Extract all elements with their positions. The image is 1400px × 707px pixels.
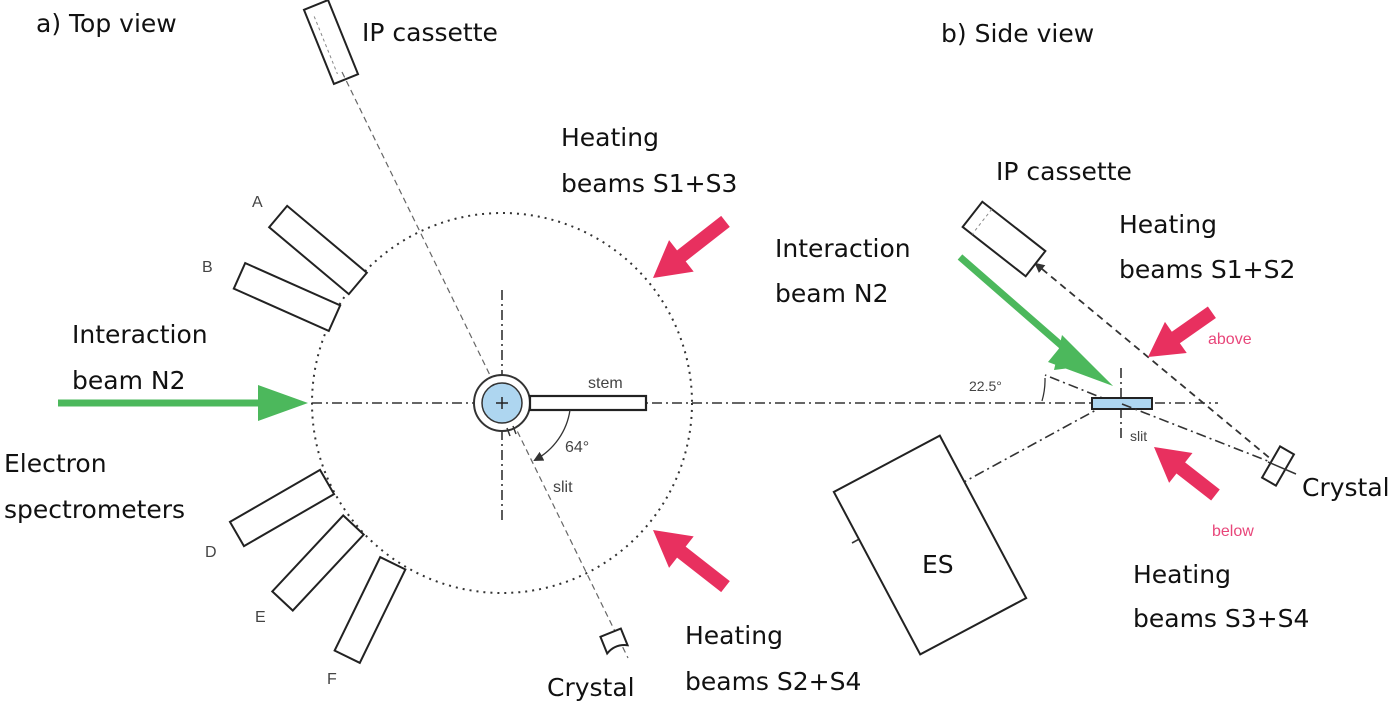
top-view-title: a) Top view bbox=[36, 9, 177, 38]
top-heating-upper-label-1: Heating bbox=[561, 123, 659, 152]
top-ip-cassette-box bbox=[302, 0, 360, 86]
side-view-title: b) Side view bbox=[941, 19, 1094, 48]
spectrometer-label-E: E bbox=[255, 609, 266, 626]
top-heating-lower-label-2: beams S2+S4 bbox=[685, 667, 861, 696]
top-interaction-beam-arrow bbox=[58, 385, 308, 421]
electron-spectrometers-label-1: Electron bbox=[4, 449, 107, 478]
side-interaction-beam-arrow bbox=[957, 254, 1113, 386]
spectrometer-D bbox=[228, 468, 336, 548]
top-view-panel: a) Top view IP cassette stem slit 64° bbox=[4, 0, 861, 702]
spectrometer-label-A: A bbox=[252, 194, 263, 211]
top-heating-lower-label-1: Heating bbox=[685, 621, 783, 650]
side-view-panel: b) Side view 22.5° slit Crystal IP casse… bbox=[735, 19, 1390, 656]
side-interaction-beam-label-2: beam N2 bbox=[775, 279, 888, 308]
spectrometer-B bbox=[232, 261, 342, 333]
top-slit-label: slit bbox=[553, 479, 573, 496]
side-heating-lower-label-1: Heating bbox=[1133, 560, 1231, 589]
top-crystal-label: Crystal bbox=[547, 673, 635, 702]
top-stem bbox=[528, 394, 648, 412]
side-ip-cassette-box bbox=[961, 200, 1047, 278]
top-interaction-beam-label-1: Interaction bbox=[72, 320, 208, 349]
spectrometer-label-D: D bbox=[205, 544, 217, 561]
side-heating-lower-label-2: beams S3+S4 bbox=[1133, 604, 1309, 633]
side-angle-line bbox=[1044, 374, 1116, 404]
top-heating-arrow-lower bbox=[653, 530, 730, 593]
side-below-label: below bbox=[1212, 523, 1254, 540]
electron-spectrometers-label-2: spectrometers bbox=[4, 495, 185, 524]
side-ip-cassette-label: IP cassette bbox=[996, 157, 1132, 186]
spectrometer-A bbox=[267, 204, 369, 296]
side-heating-upper-label-2: beams S1+S2 bbox=[1119, 255, 1295, 284]
side-crystal-target-line bbox=[1121, 403, 1279, 466]
side-diffraction-line bbox=[1034, 262, 1279, 466]
side-es-box bbox=[832, 434, 1028, 656]
side-heating-upper-label-1: Heating bbox=[1119, 210, 1217, 239]
side-heating-arrow-above bbox=[1148, 306, 1216, 357]
top-angle-label: 64° bbox=[565, 439, 589, 456]
side-target-stem bbox=[1091, 397, 1153, 410]
spectrometer-F bbox=[333, 555, 407, 665]
side-interaction-beam-label-1: Interaction bbox=[775, 234, 911, 263]
top-crystal-shape bbox=[599, 627, 630, 656]
side-above-label: above bbox=[1208, 331, 1252, 348]
spectrometer-label-F: F bbox=[327, 671, 337, 688]
spectrometer-label-B: B bbox=[202, 259, 213, 276]
side-es-label: ES bbox=[922, 550, 954, 579]
spectrometer-E bbox=[270, 514, 366, 612]
side-angle-label: 22.5° bbox=[969, 378, 1002, 394]
top-interaction-beam-label-2: beam N2 bbox=[72, 366, 185, 395]
top-diffraction-line bbox=[341, 71, 629, 659]
top-ip-cassette-label: IP cassette bbox=[362, 18, 498, 47]
side-heating-arrow-below bbox=[1154, 447, 1220, 501]
top-heating-upper-label-2: beams S1+S3 bbox=[561, 169, 737, 198]
side-crystal-label: Crystal bbox=[1302, 473, 1390, 502]
top-angle-arc bbox=[533, 409, 571, 461]
top-heating-arrow-upper bbox=[653, 215, 730, 278]
top-stem-label: stem bbox=[588, 375, 623, 392]
side-slit-label: slit bbox=[1130, 428, 1147, 444]
